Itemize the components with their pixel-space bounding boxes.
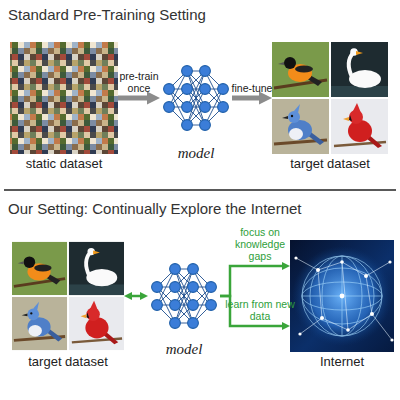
node-label: Internet bbox=[320, 354, 364, 370]
internet-globe bbox=[296, 258, 392, 340]
arrow-label: fine-tune bbox=[224, 82, 280, 94]
network-icon bbox=[164, 66, 229, 131]
internet-globe bbox=[320, 316, 324, 320]
node-label: target dataset bbox=[28, 354, 108, 370]
internet-globe bbox=[390, 338, 393, 341]
internet-globe bbox=[290, 240, 394, 352]
section-heading: Our Setting: Continually Explore the Int… bbox=[8, 200, 302, 218]
dataset-image: target dataset bbox=[272, 42, 388, 154]
arrow-label: learn from new data bbox=[223, 298, 297, 322]
model-icon: model bbox=[148, 252, 220, 340]
internet-globe bbox=[346, 328, 350, 332]
flow-arrow bbox=[232, 96, 259, 101]
dataset-image: target dataset bbox=[12, 240, 124, 352]
node-label: target dataset bbox=[290, 156, 370, 172]
internet-globe bbox=[294, 256, 393, 341]
internet-globe bbox=[340, 260, 344, 264]
flow-arrow bbox=[220, 266, 282, 296]
internet-globe bbox=[302, 282, 382, 310]
node-label: static dataset bbox=[26, 156, 103, 172]
image-mosaic bbox=[10, 42, 118, 154]
arrow-label: focus on knowledge gaps bbox=[223, 226, 297, 262]
bird-photos bbox=[12, 242, 124, 350]
node-label: model bbox=[166, 340, 203, 358]
dataset-image: static dataset bbox=[10, 42, 118, 154]
divider-line bbox=[4, 189, 396, 191]
flow-arrow bbox=[132, 295, 140, 298]
internet-globe bbox=[388, 260, 391, 263]
internet-globe bbox=[370, 312, 374, 316]
internet-globe bbox=[294, 256, 297, 259]
bird-photos bbox=[272, 42, 388, 154]
model-icon: model bbox=[160, 52, 232, 144]
internet-image: Internet bbox=[290, 240, 394, 352]
internet-globe bbox=[316, 268, 320, 272]
internet-globe bbox=[290, 240, 394, 352]
internet-globe bbox=[292, 246, 392, 346]
flow-arrow bbox=[118, 96, 147, 101]
internet-globe bbox=[298, 332, 301, 335]
internet-globe bbox=[340, 294, 345, 299]
node-label: model bbox=[178, 144, 215, 162]
arrow-label: pre-train once bbox=[111, 70, 167, 94]
internet-globe bbox=[364, 274, 368, 278]
section-heading: Standard Pre-Training Setting bbox=[8, 6, 206, 24]
network-icon bbox=[152, 264, 217, 329]
